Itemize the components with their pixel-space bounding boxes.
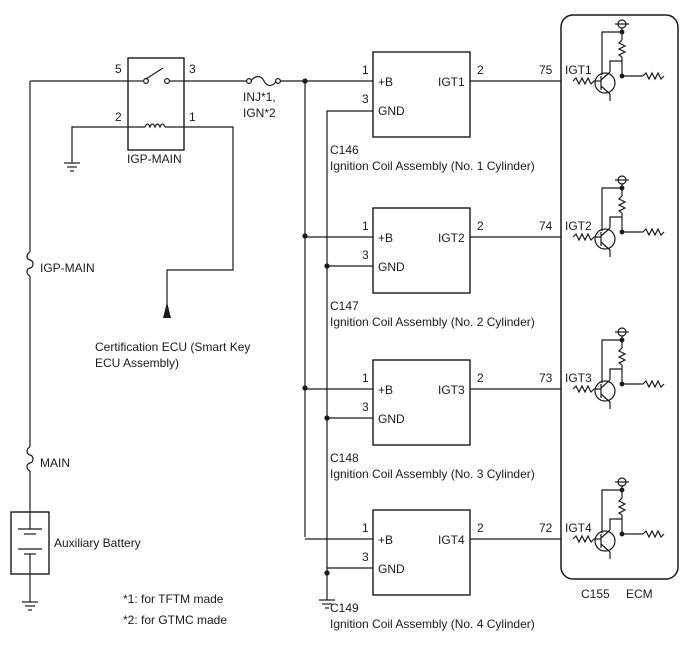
ecm-igt-label: IGT4 [565, 521, 592, 535]
resistor-icon [572, 534, 595, 544]
coil-name-label: Ignition Coil Assembly (No. 3 Cylinder) [330, 467, 535, 481]
relay-pin-3: 3 [189, 62, 196, 76]
coil-pin-b: 1 [362, 219, 369, 233]
resistor-icon [572, 384, 595, 394]
coil-gnd-label: GND [378, 562, 405, 576]
coil-connector-label: C146 [330, 143, 359, 157]
ecm-igt-label: IGT1 [565, 63, 592, 77]
coil-igt-pin: 2 [477, 63, 484, 77]
coil-connector-label: C147 [330, 299, 359, 313]
ecm-igt-label: IGT2 [565, 219, 592, 233]
resistor-icon [572, 76, 595, 86]
resistor-icon [642, 529, 665, 539]
ecm-igt-label: IGT3 [565, 371, 592, 385]
power-supply-branch: IGP-MAIN MAIN Auxiliary Battery [10, 80, 141, 611]
coil-name-label: Ignition Coil Assembly (No. 4 Cylinder) [330, 617, 535, 631]
relay-pin-2: 2 [115, 110, 122, 124]
igp-main-relay: 5 3 2 1 IGP-MAIN [115, 57, 196, 166]
coil-pin-gnd: 3 [362, 92, 369, 106]
certification-ecu-label-1: Certification ECU (Smart Key [95, 340, 250, 354]
ecm-driver-1: IGT1 [565, 19, 665, 101]
relay-switch-icon [145, 67, 164, 80]
ecm-driver-4: IGT4 [565, 477, 665, 559]
coil-connector-label: C149 [330, 601, 359, 615]
coil-connector-label: C148 [330, 451, 359, 465]
b-plus-bus [302, 78, 308, 537]
transistor-icon [594, 228, 616, 250]
igp-main-fuse-icon [26, 251, 34, 277]
transistor-icon [594, 72, 616, 94]
coil-gnd-label: GND [378, 104, 405, 118]
ecm-pin-number: 75 [539, 63, 553, 77]
resistor-icon [642, 227, 665, 237]
resistor-icon [617, 347, 627, 366]
resistor-icon [617, 39, 627, 58]
coil-pin-b: 1 [362, 521, 369, 535]
resistor-icon [617, 195, 627, 214]
ground-icon [319, 599, 335, 609]
note-2: *2: for GTMC made [123, 613, 227, 627]
transistor-icon [594, 380, 616, 402]
coil-igt-label: IGT2 [438, 231, 465, 245]
ground-icon [22, 601, 38, 611]
coil-gnd-label: GND [378, 260, 405, 274]
inj-ign-fuse-label-1: INJ*1, [243, 90, 276, 104]
coil-igt-label: IGT4 [438, 533, 465, 547]
inj-ign-fuse-label-2: IGN*2 [243, 106, 276, 120]
coil-pin-b: 1 [362, 63, 369, 77]
coil-name-label: Ignition Coil Assembly (No. 2 Cylinder) [330, 315, 535, 329]
auxiliary-battery-label: Auxiliary Battery [54, 536, 141, 550]
ecm-driver-3: IGT3 [565, 327, 665, 409]
resistor-icon [572, 232, 595, 242]
ecm-pin-number: 73 [539, 371, 553, 385]
coil-pin-gnd: 3 [362, 550, 369, 564]
main-fuse-icon [26, 446, 34, 472]
relay-pin-1: 1 [189, 110, 196, 124]
battery-icon [18, 512, 42, 574]
ecm-pin-number: 74 [539, 219, 553, 233]
resistor-icon [617, 497, 627, 516]
coil-igt-label: IGT1 [438, 75, 465, 89]
coil-b-label: +B [378, 75, 393, 89]
relay-pin-5: 5 [115, 62, 122, 76]
coil-b-label: +B [378, 231, 393, 245]
coil-b-label: +B [378, 383, 393, 397]
relay-coil-icon [144, 123, 166, 129]
ecm-pin-number: 72 [539, 521, 553, 535]
arrow-up-icon [163, 302, 171, 318]
coil-gnd-label: GND [378, 412, 405, 426]
coil-pin-gnd: 3 [362, 248, 369, 262]
inj-ign-fuse-icon [250, 75, 277, 87]
ground-icon [64, 162, 80, 172]
ecm-driver-2: IGT2 [565, 175, 665, 257]
coil-igt-pin: 2 [477, 371, 484, 385]
coil-pin-b: 1 [362, 371, 369, 385]
ecm-name-label: ECM [626, 587, 653, 601]
ecm-connector-label: C155 [581, 587, 610, 601]
certification-ecu-label-2: ECU Assembly) [95, 356, 179, 370]
coil-pin-gnd: 3 [362, 400, 369, 414]
note-1: *1: for TFTM made [123, 592, 224, 606]
coil-igt-pin: 2 [477, 219, 484, 233]
igp-main-fuse-label: IGP-MAIN [40, 261, 95, 275]
transistor-icon [594, 530, 616, 552]
ecm-box [560, 14, 679, 580]
resistor-icon [642, 379, 665, 389]
relay-label: IGP-MAIN [127, 152, 182, 166]
coil-name-label: Ignition Coil Assembly (No. 1 Cylinder) [330, 159, 535, 173]
coil-igt-label: IGT3 [438, 383, 465, 397]
resistor-icon [642, 71, 665, 81]
coil-b-label: +B [378, 533, 393, 547]
coil-igt-pin: 2 [477, 521, 484, 535]
main-fuse-label: MAIN [40, 456, 70, 470]
